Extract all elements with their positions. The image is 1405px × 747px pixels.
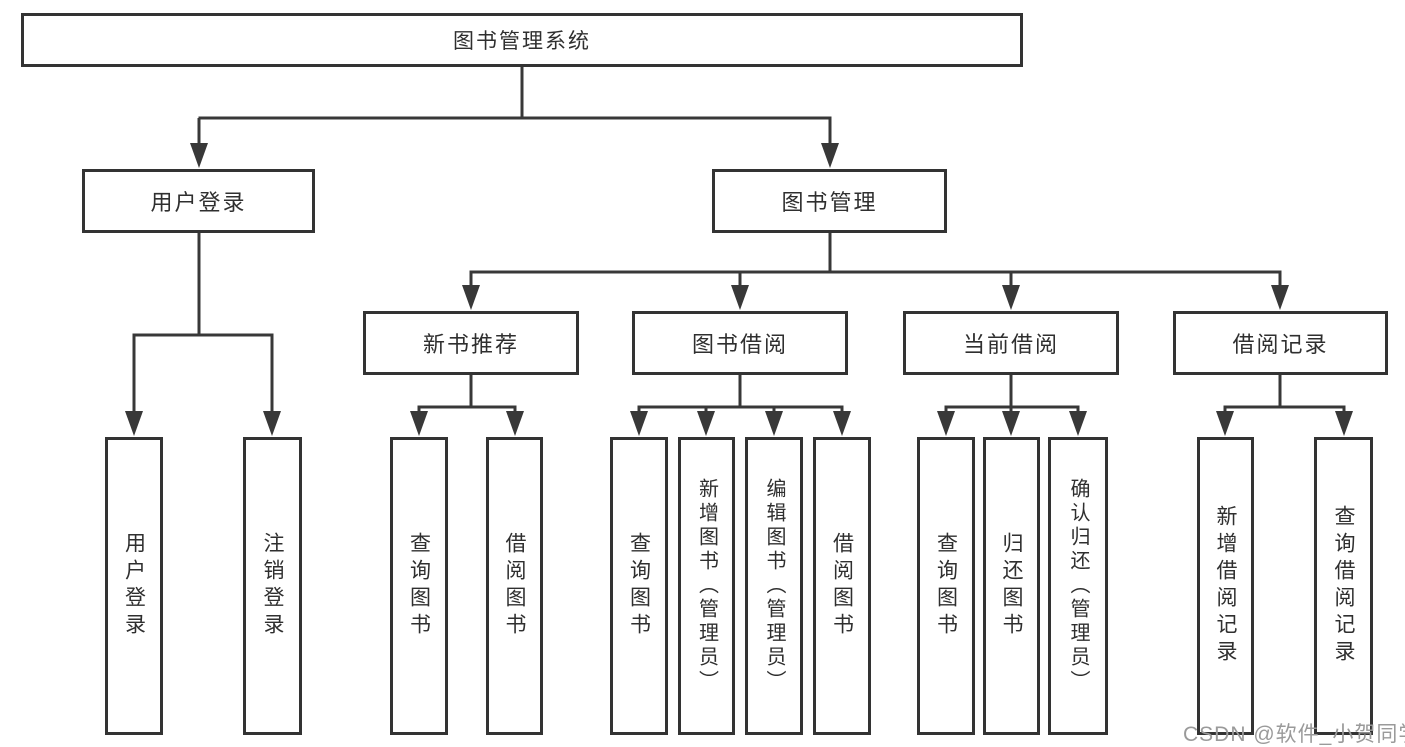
- node-label: 确认归还（管理员）: [1067, 478, 1089, 694]
- node-borrowing-records: 借阅记录: [1173, 311, 1388, 375]
- node-label: 用户登录: [150, 190, 247, 215]
- leaf-borrowing-borrow-book: 借阅图书: [813, 437, 871, 735]
- node-label: 注销登录: [261, 532, 284, 640]
- node-label: 图书管理系统: [453, 30, 591, 53]
- leaf-borrowing-query-book: 查询图书: [610, 437, 668, 735]
- node-label: 归还图书: [1000, 532, 1023, 640]
- node-label: 图书借阅: [691, 332, 788, 357]
- node-label: 新增借阅记录: [1214, 505, 1237, 667]
- leaf-records-add-record: 新增借阅记录: [1197, 437, 1254, 735]
- node-book-management: 图书管理: [712, 169, 947, 233]
- node-user-login: 用户登录: [82, 169, 315, 233]
- node-label: 新增图书（管理员）: [695, 478, 718, 694]
- node-book-borrowing: 图书借阅: [632, 311, 848, 375]
- leaf-current-confirm-return-admin: 确认归还（管理员）: [1048, 437, 1108, 735]
- node-label: 借阅图书: [503, 532, 526, 640]
- node-current-borrowing: 当前借阅: [903, 311, 1119, 375]
- node-label: 图书管理: [781, 190, 878, 215]
- leaf-logout: 注销登录: [243, 437, 302, 735]
- leaf-borrowing-add-book-admin: 新增图书（管理员）: [678, 437, 735, 735]
- node-label: 当前借阅: [962, 332, 1059, 357]
- node-label: 用户登录: [122, 532, 146, 640]
- node-library-management-system: 图书管理系统: [21, 13, 1023, 67]
- node-label: 编辑图书（管理员）: [763, 478, 785, 694]
- leaf-recommend-borrow-book: 借阅图书: [486, 437, 543, 735]
- node-label: 查询图书: [407, 532, 431, 640]
- leaf-current-query-book: 查询图书: [917, 437, 975, 735]
- leaf-user-login: 用户登录: [105, 437, 163, 735]
- node-label: 借阅图书: [830, 532, 854, 640]
- node-label: 新书推荐: [422, 332, 519, 357]
- node-label: 查询借阅记录: [1332, 505, 1355, 667]
- node-label: 查询图书: [934, 532, 958, 640]
- node-new-book-recommend: 新书推荐: [363, 311, 579, 375]
- leaf-recommend-query-book: 查询图书: [390, 437, 448, 735]
- leaf-borrowing-edit-book-admin: 编辑图书（管理员）: [745, 437, 803, 735]
- leaf-current-return-book: 归还图书: [983, 437, 1040, 735]
- node-label: 借阅记录: [1232, 332, 1329, 357]
- node-label: 查询图书: [627, 532, 651, 640]
- leaf-records-query-record: 查询借阅记录: [1314, 437, 1373, 735]
